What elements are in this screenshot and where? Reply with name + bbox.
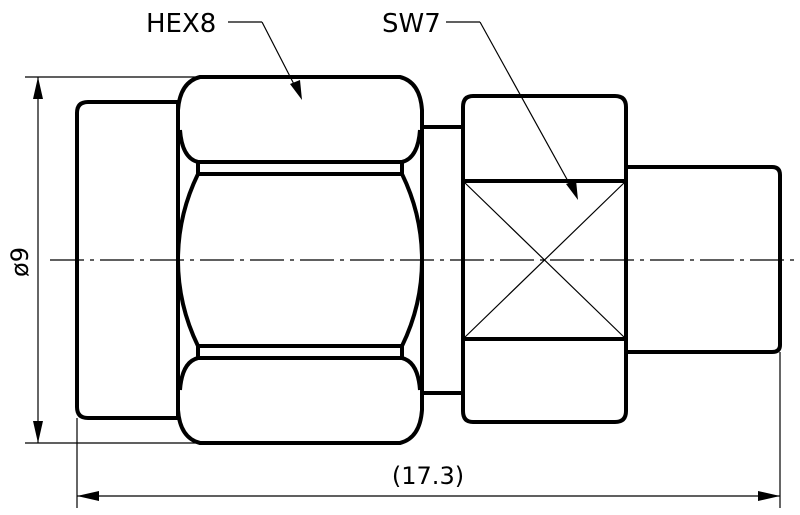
diameter-label: ø9 <box>6 247 34 277</box>
neck <box>422 125 463 395</box>
hex-leader <box>228 21 302 100</box>
left-body <box>75 100 180 420</box>
sw-leader <box>446 21 578 200</box>
right-tube <box>626 165 782 354</box>
diameter-dimension <box>25 76 200 444</box>
length-dimension <box>76 352 781 508</box>
length-label: (17.3) <box>392 462 464 490</box>
hex-nut <box>176 75 424 445</box>
hex-label: HEX8 <box>146 9 216 39</box>
sw-body <box>461 94 628 424</box>
sw-label: SW7 <box>382 9 441 39</box>
